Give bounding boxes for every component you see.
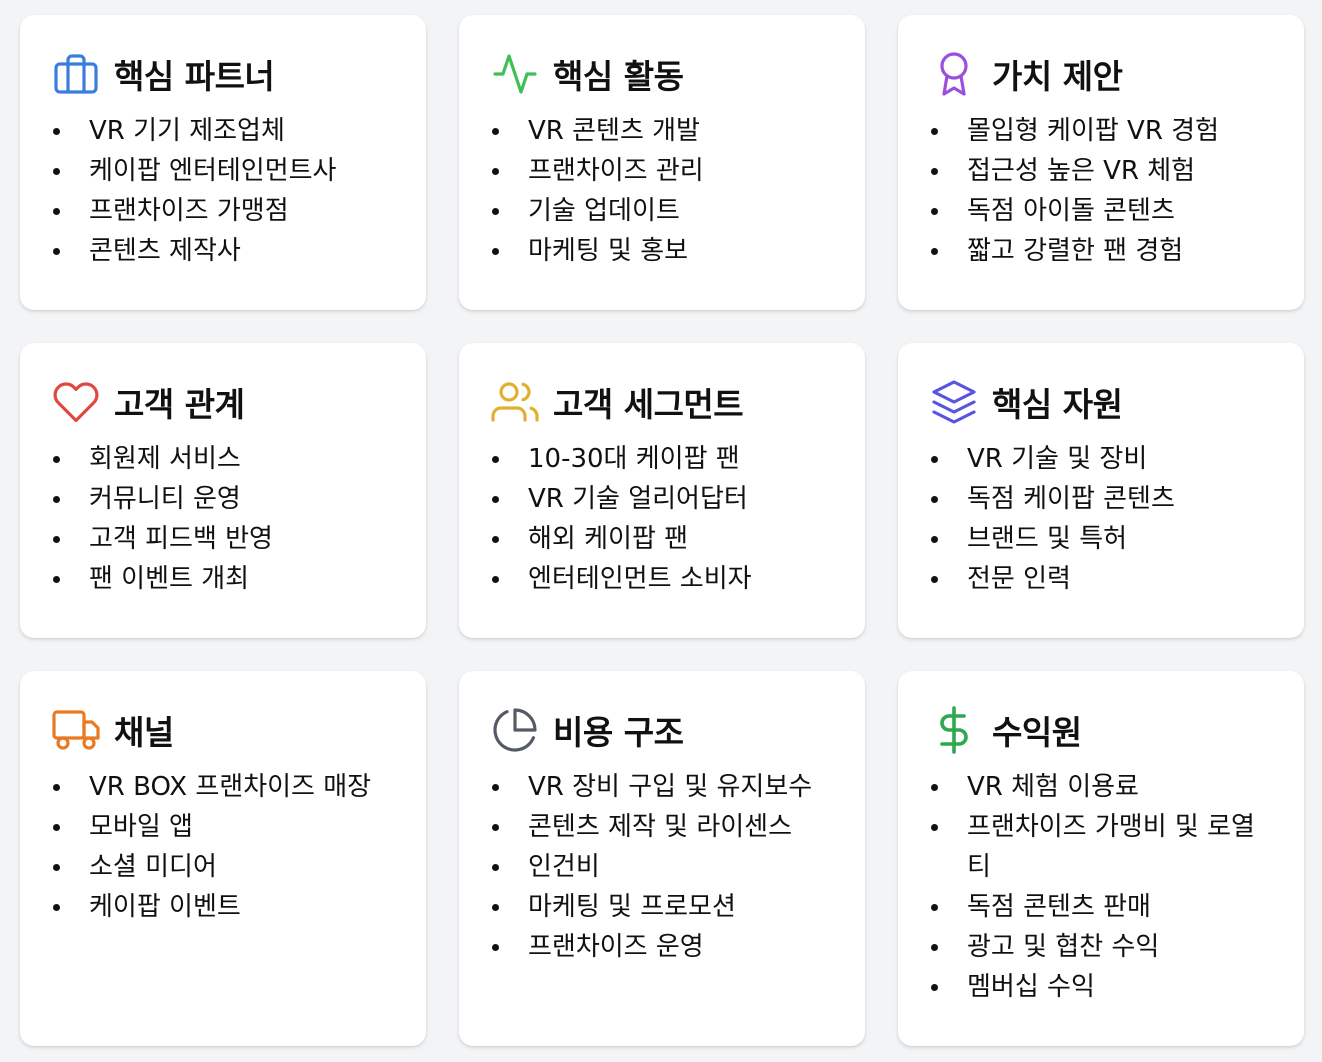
- list-item: 기술 업데이트: [491, 191, 833, 231]
- list-item: VR 기술 및 장비: [930, 439, 1272, 479]
- list-item: VR 기술 얼리어답터: [491, 479, 833, 519]
- list-item: VR 장비 구입 및 유지보수: [491, 767, 833, 807]
- pie-chart-icon: [491, 706, 539, 754]
- list-item: 모바일 앱: [52, 807, 394, 847]
- list-item: 인건비: [491, 847, 833, 887]
- list-item: 독점 아이돌 콘텐츠: [930, 191, 1272, 231]
- list-item: 프랜차이즈 운영: [491, 927, 833, 967]
- card-title: 비용 구조: [553, 713, 684, 752]
- truck-icon: [52, 706, 100, 754]
- list-item: VR 기기 제조업체: [52, 111, 394, 151]
- list-item: 케이팝 이벤트: [52, 887, 394, 927]
- card-header: 수익원: [930, 705, 1272, 755]
- card-revenue-streams: 수익원 VR 체험 이용료 프랜차이즈 가맹비 및 로열티 독점 콘텐츠 판매 …: [898, 671, 1304, 1046]
- list-item: 프랜차이즈 가맹점: [52, 191, 394, 231]
- card-list: VR 장비 구입 및 유지보수 콘텐츠 제작 및 라이센스 인건비 마케팅 및 …: [491, 767, 833, 967]
- card-list: 10-30대 케이팝 팬 VR 기술 얼리어답터 해외 케이팝 팬 엔터테인먼트…: [491, 439, 833, 599]
- card-title: 고객 관계: [114, 385, 245, 424]
- card-header: 가치 제안: [930, 49, 1272, 99]
- list-item: 독점 케이팝 콘텐츠: [930, 479, 1272, 519]
- card-title: 가치 제안: [992, 57, 1123, 96]
- card-header: 핵심 자원: [930, 377, 1272, 427]
- list-item: 소셜 미디어: [52, 847, 394, 887]
- card-list: VR BOX 프랜차이즈 매장 모바일 앱 소셜 미디어 케이팝 이벤트: [52, 767, 394, 927]
- list-item: 케이팝 엔터테인먼트사: [52, 151, 394, 191]
- card-title: 핵심 자원: [992, 385, 1123, 424]
- card-list: VR 콘텐츠 개발 프랜차이즈 관리 기술 업데이트 마케팅 및 홍보: [491, 111, 833, 271]
- users-icon: [491, 378, 539, 426]
- business-model-canvas: 핵심 파트너 VR 기기 제조업체 케이팝 엔터테인먼트사 프랜차이즈 가맹점 …: [20, 15, 1304, 1046]
- card-customer-segments: 고객 세그먼트 10-30대 케이팝 팬 VR 기술 얼리어답터 해외 케이팝 …: [459, 343, 865, 638]
- list-item: 프랜차이즈 관리: [491, 151, 833, 191]
- card-list: 회원제 서비스 커뮤니티 운영 고객 피드백 반영 팬 이벤트 개최: [52, 439, 394, 599]
- list-item: 접근성 높은 VR 체험: [930, 151, 1272, 191]
- list-item: 회원제 서비스: [52, 439, 394, 479]
- card-cost-structure: 비용 구조 VR 장비 구입 및 유지보수 콘텐츠 제작 및 라이센스 인건비 …: [459, 671, 865, 1046]
- activity-icon: [491, 50, 539, 98]
- dollar-sign-icon: [930, 706, 978, 754]
- card-list: VR 기술 및 장비 독점 케이팝 콘텐츠 브랜드 및 특허 전문 인력: [930, 439, 1272, 599]
- list-item: 해외 케이팝 팬: [491, 519, 833, 559]
- list-item: VR 체험 이용료: [930, 767, 1272, 807]
- list-item: 브랜드 및 특허: [930, 519, 1272, 559]
- layers-icon: [930, 378, 978, 426]
- list-item: 마케팅 및 홍보: [491, 231, 833, 271]
- card-title: 핵심 활동: [553, 57, 684, 96]
- list-item: 전문 인력: [930, 559, 1272, 599]
- card-header: 고객 관계: [52, 377, 394, 427]
- card-list: 몰입형 케이팝 VR 경험 접근성 높은 VR 체험 독점 아이돌 콘텐츠 짧고…: [930, 111, 1272, 271]
- card-header: 핵심 파트너: [52, 49, 394, 99]
- list-item: 프랜차이즈 가맹비 및 로열티: [930, 807, 1272, 887]
- list-item: 팬 이벤트 개최: [52, 559, 394, 599]
- card-title: 채널: [114, 713, 174, 752]
- list-item: 몰입형 케이팝 VR 경험: [930, 111, 1272, 151]
- list-item: VR BOX 프랜차이즈 매장: [52, 767, 394, 807]
- list-item: 광고 및 협찬 수익: [930, 927, 1272, 967]
- card-header: 비용 구조: [491, 705, 833, 755]
- list-item: 커뮤니티 운영: [52, 479, 394, 519]
- card-title: 수익원: [992, 713, 1082, 752]
- card-key-resources: 핵심 자원 VR 기술 및 장비 독점 케이팝 콘텐츠 브랜드 및 특허 전문 …: [898, 343, 1304, 638]
- list-item: 마케팅 및 프로모션: [491, 887, 833, 927]
- card-value-propositions: 가치 제안 몰입형 케이팝 VR 경험 접근성 높은 VR 체험 독점 아이돌 …: [898, 15, 1304, 310]
- card-key-activities: 핵심 활동 VR 콘텐츠 개발 프랜차이즈 관리 기술 업데이트 마케팅 및 홍…: [459, 15, 865, 310]
- card-header: 채널: [52, 705, 394, 755]
- card-customer-relationships: 고객 관계 회원제 서비스 커뮤니티 운영 고객 피드백 반영 팬 이벤트 개최: [20, 343, 426, 638]
- briefcase-icon: [52, 50, 100, 98]
- card-title: 핵심 파트너: [114, 57, 275, 96]
- card-title: 고객 세그먼트: [553, 385, 744, 424]
- card-header: 핵심 활동: [491, 49, 833, 99]
- list-item: 콘텐츠 제작사: [52, 231, 394, 271]
- card-list: VR 체험 이용료 프랜차이즈 가맹비 및 로열티 독점 콘텐츠 판매 광고 및…: [930, 767, 1272, 1007]
- card-channels: 채널 VR BOX 프랜차이즈 매장 모바일 앱 소셜 미디어 케이팝 이벤트: [20, 671, 426, 1046]
- card-key-partners: 핵심 파트너 VR 기기 제조업체 케이팝 엔터테인먼트사 프랜차이즈 가맹점 …: [20, 15, 426, 310]
- list-item: 콘텐츠 제작 및 라이센스: [491, 807, 833, 847]
- list-item: 멤버십 수익: [930, 967, 1272, 1007]
- list-item: 고객 피드백 반영: [52, 519, 394, 559]
- card-list: VR 기기 제조업체 케이팝 엔터테인먼트사 프랜차이즈 가맹점 콘텐츠 제작사: [52, 111, 394, 271]
- list-item: 엔터테인먼트 소비자: [491, 559, 833, 599]
- list-item: VR 콘텐츠 개발: [491, 111, 833, 151]
- card-header: 고객 세그먼트: [491, 377, 833, 427]
- list-item: 짧고 강렬한 팬 경험: [930, 231, 1272, 271]
- award-icon: [930, 50, 978, 98]
- heart-icon: [52, 378, 100, 426]
- list-item: 10-30대 케이팝 팬: [491, 439, 833, 479]
- list-item: 독점 콘텐츠 판매: [930, 887, 1272, 927]
